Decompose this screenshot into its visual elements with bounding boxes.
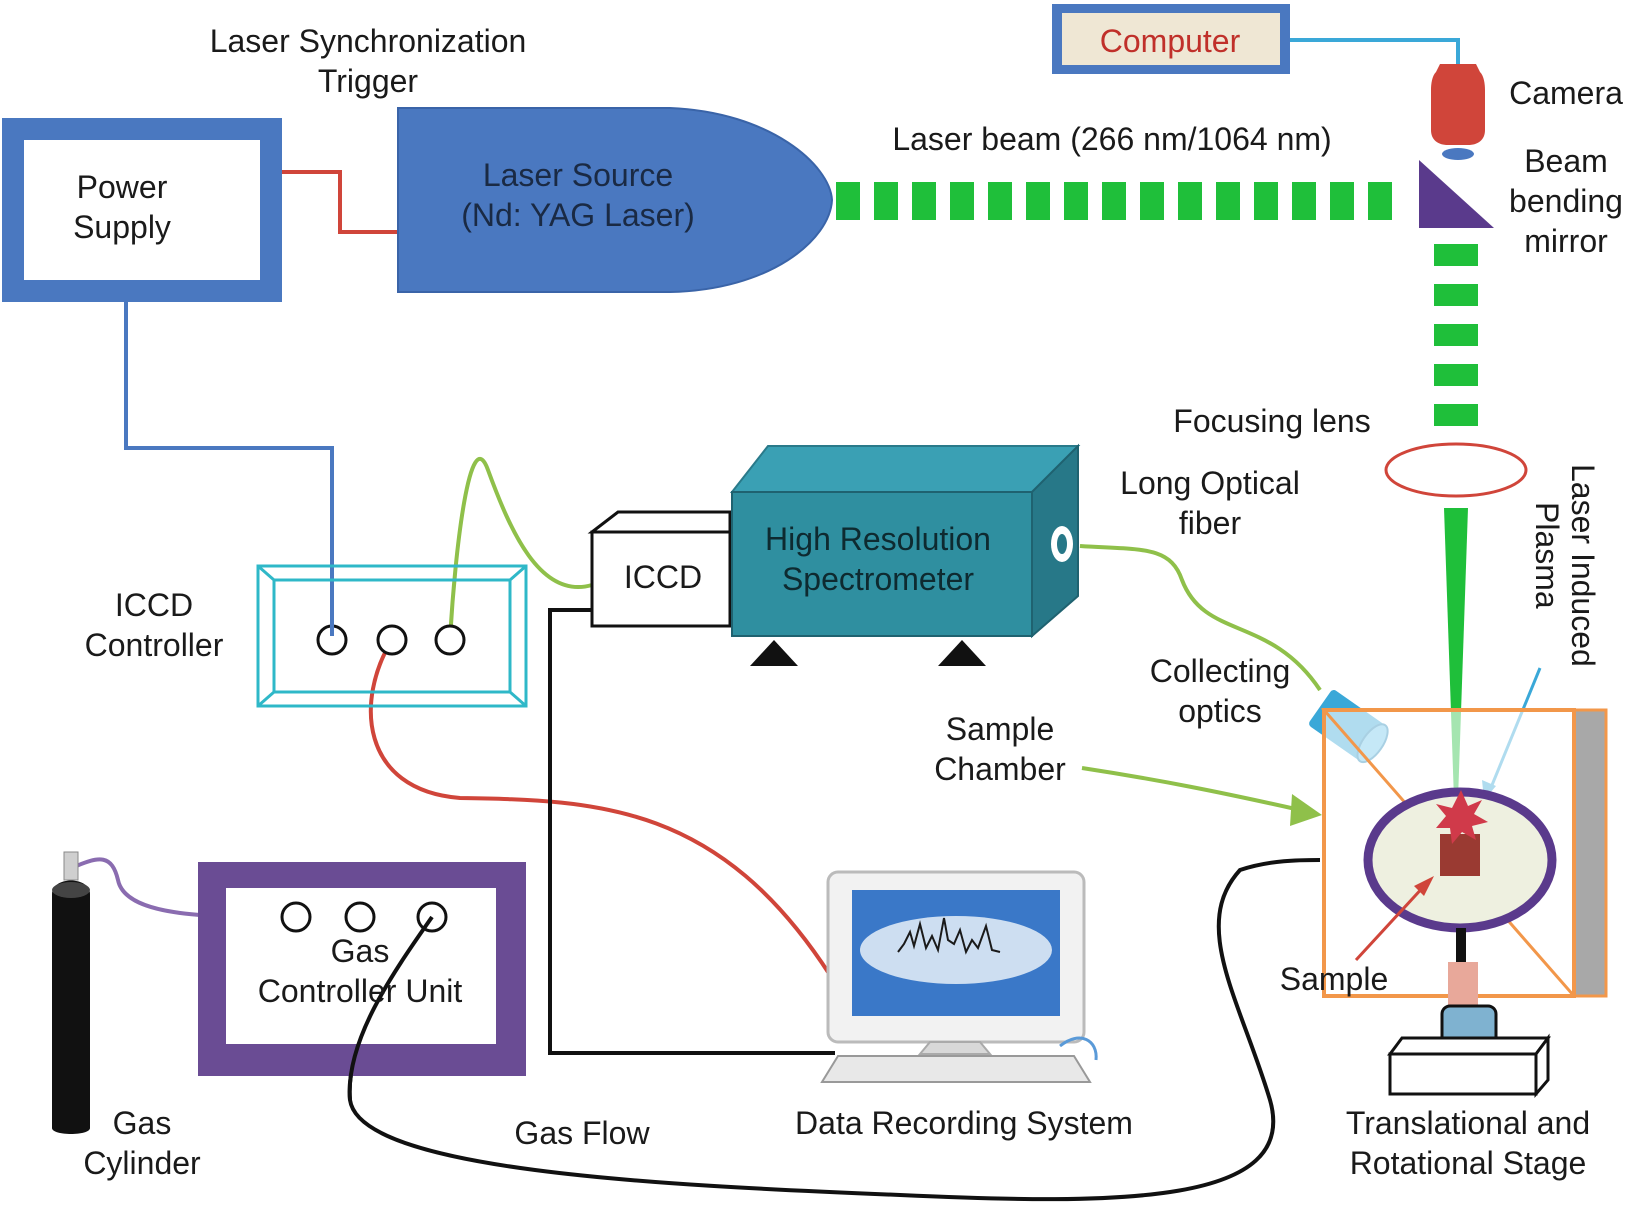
laser-beam-dash [874,182,898,220]
laser-beam-dash [1254,182,1278,220]
laser-beam-horizontal [836,182,1392,220]
laser-beam-vertical [1434,244,1478,426]
computer-box: Computer [1052,4,1290,74]
laser-beam-dash [1178,182,1202,220]
gas-cylinder [52,851,90,1134]
collecting-optics-label-line2: optics [1178,693,1262,729]
laser-source-label-line1: Laser Source [483,157,673,193]
power-supply: Power Supply [2,118,282,302]
laser-beam-dash [836,182,860,220]
laser-source: Laser Source (Nd: YAG Laser) [397,107,834,293]
data-recording-computer [820,870,1098,1083]
stage-label-line2: Rotational Stage [1350,1145,1587,1181]
laser-beam-dash [1140,182,1164,220]
focusing-lens [1384,442,1528,498]
power-supply-label-line1: Power [77,169,168,205]
camera [1431,64,1485,160]
laser-beam-dash [950,182,974,220]
focused-beam [1444,508,1468,800]
sample-chamber-pointer-head [1290,794,1322,826]
sample-chamber-label-line1: Sample [946,711,1055,747]
sample-chamber-pointer [1081,766,1301,812]
fiber-label-line1: Long Optical [1120,465,1300,501]
mirror-label-line1: Beam [1524,143,1608,179]
laser-beam-dash [1434,364,1478,386]
power-to-laser-wire [282,170,398,234]
laser-beam-dash [1026,182,1050,220]
laser-beam-dash [912,182,936,220]
iccd-controller-label-line2: Controller [85,627,224,663]
gas-cylinder-label-line1: Gas [113,1105,172,1141]
laser-source-label-line2: (Nd: YAG Laser) [461,197,695,233]
laser-beam-dash [1102,182,1126,220]
long-optical-fiber [1079,544,1322,692]
laser-beam-dash [1368,182,1392,220]
iccd-controller [256,564,528,708]
laser-beam-dash [1434,404,1478,426]
iccd-label: ICCD [624,559,702,595]
spectrometer-label-line1: High Resolution [765,521,991,557]
spectrum-trace [897,917,1001,955]
iccd-controller-label-line1: ICCD [115,587,193,623]
laser-beam-dash [1064,182,1088,220]
gas-controller-label-line2: Controller Unit [258,973,463,1009]
gas-controller-label-line1: Gas [331,933,390,969]
plasma-label-line2: Plasma [1529,502,1565,609]
mirror-label-line3: mirror [1524,223,1608,259]
gas-cylinder-label-line2: Cylinder [83,1145,201,1181]
camera-label: Camera [1509,75,1623,111]
trigger-label-line2: Trigger [318,63,419,99]
trigger-label-line1: Laser Synchronization [210,23,527,59]
laser-beam-dash [988,182,1012,220]
laser-beam-dash [1434,324,1478,346]
plasma-label: Laser Induced Plasma [1529,464,1601,667]
gas-flow-label: Gas Flow [514,1115,650,1151]
computer-to-camera-wire [1290,38,1460,64]
laser-beam-dash [1434,284,1478,306]
collecting-optics-label-line1: Collecting [1150,653,1291,689]
iccd-box: ICCD [587,510,732,628]
sample-chamber-label-line2: Chamber [934,751,1066,787]
gas-controller-unit [198,862,526,1076]
controller-to-iccd-wire [448,457,593,641]
power-supply-label-line2: Supply [73,209,171,245]
spectrometer: High Resolution Spectrometer [729,443,1081,666]
data-recording-label: Data Recording System [795,1105,1133,1141]
computer-label: Computer [1100,23,1241,59]
focusing-lens-label: Focusing lens [1173,403,1370,439]
gas-flow-inner-line [347,915,434,1101]
laser-beam-dash [1434,244,1478,266]
translational-rotational-stage [1387,1004,1551,1099]
laser-beam-dash [1292,182,1316,220]
plasma-label-line1: Laser Induced [1565,464,1601,667]
sample-pointer [1354,882,1428,962]
stage-label-line1: Translational and [1346,1105,1590,1141]
laser-beam-dash [1216,182,1240,220]
sample-pointer-head [1414,876,1434,896]
sample-label: Sample [1280,961,1389,997]
beam-bending-mirror [1419,160,1494,228]
iccd-to-computer-wire [548,608,835,1055]
laser-beam-dash [1330,182,1354,220]
power-to-iccd-wire [124,302,334,640]
mirror-label-line2: bending [1509,183,1623,219]
laser-beam-label: Laser beam (266 nm/1064 nm) [892,121,1331,157]
controller-to-computer-wire [368,638,832,977]
fiber-label-line2: fiber [1179,505,1242,541]
spectrometer-label-line2: Spectrometer [782,561,974,597]
